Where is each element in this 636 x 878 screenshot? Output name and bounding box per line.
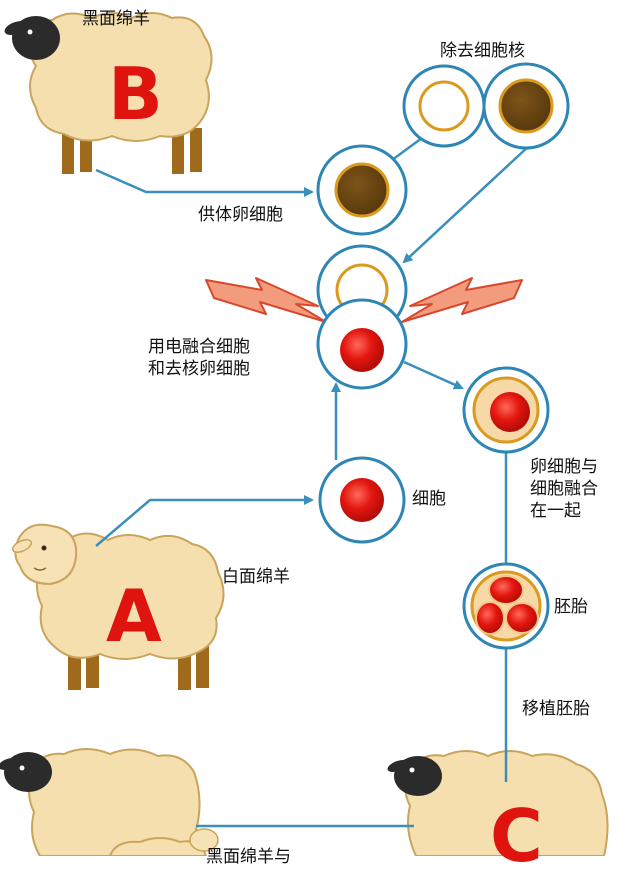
- arrow-a-to-cell: [95, 495, 314, 547]
- donor-egg-cell: [316, 144, 408, 236]
- sheep-a-label: 白面绵羊: [222, 567, 290, 587]
- sheep-a-ear: [11, 539, 33, 553]
- electric-sparks: [205, 277, 523, 323]
- transplant-label: 移植胚胎: [522, 699, 590, 719]
- sheep-bottom-head: [4, 752, 52, 792]
- sheep-bottom-body: [28, 748, 201, 856]
- embryo: [462, 562, 550, 650]
- merged-label-line2: 细胞融合: [530, 479, 598, 499]
- sheep-b-leg: [172, 128, 184, 174]
- right-lightning-icon: [401, 277, 523, 323]
- sheep-c: [387, 750, 609, 856]
- sheep-a: [11, 523, 225, 690]
- fuse-label-line2: 和去核卵细胞: [148, 359, 250, 379]
- sheep-bottom-left: [0, 748, 219, 856]
- lamb-head: [189, 828, 219, 852]
- remove-nucleus-label: 除去细胞核: [440, 41, 525, 61]
- merged-cell: [462, 366, 550, 454]
- fusion-red-cell: [340, 328, 384, 372]
- sheep-b-label: 黑面绵羊: [82, 9, 150, 29]
- merged-label-line1: 卵细胞与: [530, 457, 598, 477]
- sheep-c-letter: C: [490, 794, 543, 878]
- sheep-a-mouth: [33, 567, 47, 571]
- embryo-cell: [488, 575, 524, 605]
- sheep-a-letter: A: [106, 574, 162, 658]
- body-cell-nucleus: [340, 478, 384, 522]
- sheep-b-body: [29, 12, 213, 142]
- sheep-c-body: [404, 750, 609, 856]
- arrow-pair-to-fusion: [402, 144, 531, 264]
- sheep-b-eye: [27, 29, 33, 35]
- sheep-c-ear: [387, 759, 409, 773]
- brown-nucleus: [498, 78, 554, 134]
- sheep-a-body: [35, 532, 225, 660]
- sheep-b: [4, 12, 213, 174]
- arrow-b-to-egg: [95, 168, 314, 197]
- cloning-diagram: [0, 12, 609, 856]
- sheep-a-eye: [41, 545, 47, 551]
- sheep-a-head: [14, 523, 78, 586]
- fusion-cells: [316, 244, 408, 390]
- merged-cell-nucleus: [490, 392, 530, 432]
- fuse-label-line1: 用电融合细胞: [148, 337, 250, 357]
- sheep-bottom-ear: [0, 758, 18, 770]
- sheep-b-leg: [190, 128, 202, 172]
- bottom-partial-label: 黑面绵羊与: [206, 847, 291, 867]
- sheep-b-leg: [62, 128, 74, 174]
- sheep-c-eye: [409, 767, 415, 773]
- sheep-b-letter: B: [108, 52, 163, 136]
- embryo-cell: [505, 602, 539, 634]
- embryo-label: 胚胎: [554, 597, 588, 617]
- cell-label: 细胞: [412, 489, 446, 509]
- embryo-cell: [475, 601, 505, 635]
- arrow-fusion-to-merged: [403, 360, 464, 390]
- body-cell: [318, 456, 406, 544]
- connectors: [95, 136, 531, 828]
- merged-label-line3: 在一起: [530, 501, 581, 521]
- line-egg-to-pair: [391, 136, 423, 162]
- sheep-bottom-eye: [19, 765, 25, 771]
- empty-nucleus-ring: [418, 80, 470, 132]
- enucleation-pair: [402, 62, 570, 150]
- left-lightning-icon: [205, 277, 327, 323]
- donor-egg-nucleus: [334, 162, 390, 218]
- sheep-b-ear: [4, 21, 28, 35]
- donor-egg-label: 供体卵细胞: [198, 205, 283, 225]
